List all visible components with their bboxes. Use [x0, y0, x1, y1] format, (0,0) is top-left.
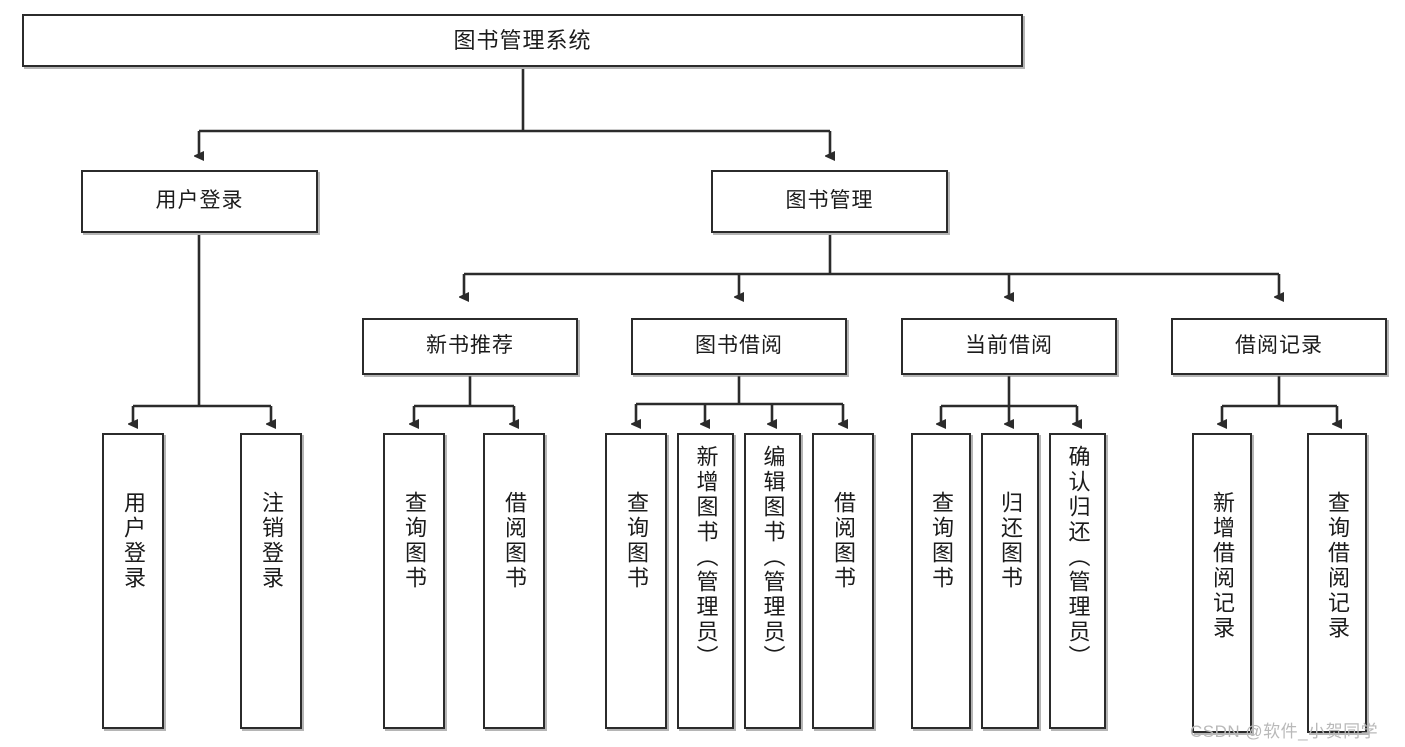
leaf-borrow-record-query-label: 查询借阅记录 [1325, 491, 1350, 641]
node-book-borrow-label: 图书借阅 [695, 334, 783, 358]
leaf-book-borrow-edit[interactable]: 编辑图书（管理员） [744, 433, 801, 729]
leaf-book-borrow-query[interactable]: 查询图书 [605, 433, 667, 729]
leaf-book-borrow-add-label: 新增图书（管理员） [693, 445, 719, 670]
node-new-book-recommend-label: 新书推荐 [426, 334, 514, 358]
node-new-book-recommend[interactable]: 新书推荐 [362, 318, 578, 375]
node-borrow-record-label: 借阅记录 [1235, 334, 1323, 358]
node-book-borrow[interactable]: 图书借阅 [631, 318, 847, 375]
leaf-book-borrow-borrow-label: 借阅图书 [831, 491, 856, 591]
leaf-new-book-borrow[interactable]: 借阅图书 [483, 433, 545, 729]
leaf-user-login-logout[interactable]: 注销登录 [240, 433, 302, 729]
node-book-management-label: 图书管理 [785, 189, 874, 213]
leaf-current-borrow-confirm-label: 确认归还（管理员） [1065, 445, 1091, 670]
leaf-current-borrow-confirm[interactable]: 确认归还（管理员） [1049, 433, 1106, 729]
leaf-user-login-login-label: 用户登录 [121, 491, 146, 591]
leaf-current-borrow-query[interactable]: 查询图书 [911, 433, 971, 729]
node-current-borrow-label: 当前借阅 [965, 334, 1053, 358]
node-user-login-label: 用户登录 [155, 189, 244, 213]
node-root-label: 图书管理系统 [453, 27, 592, 53]
leaf-current-borrow-return[interactable]: 归还图书 [981, 433, 1039, 729]
leaf-borrow-record-add-label: 新增借阅记录 [1210, 491, 1235, 641]
node-book-management[interactable]: 图书管理 [711, 170, 948, 233]
leaf-book-borrow-query-label: 查询图书 [624, 491, 649, 591]
leaf-new-book-borrow-label: 借阅图书 [502, 491, 527, 591]
leaf-user-login-login[interactable]: 用户登录 [102, 433, 164, 729]
leaf-borrow-record-add[interactable]: 新增借阅记录 [1192, 433, 1252, 733]
watermark-text: CSDN @软件_小贺同学 [1190, 722, 1379, 741]
leaf-current-borrow-return-label: 归还图书 [998, 491, 1023, 591]
leaf-new-book-query-label: 查询图书 [402, 491, 427, 591]
leaf-book-borrow-borrow[interactable]: 借阅图书 [812, 433, 874, 729]
leaf-current-borrow-query-label: 查询图书 [929, 491, 954, 591]
leaf-new-book-query[interactable]: 查询图书 [383, 433, 445, 729]
leaf-book-borrow-add[interactable]: 新增图书（管理员） [677, 433, 734, 729]
node-root[interactable]: 图书管理系统 [22, 14, 1023, 67]
node-borrow-record[interactable]: 借阅记录 [1171, 318, 1387, 375]
leaf-book-borrow-edit-label: 编辑图书（管理员） [760, 445, 786, 670]
leaf-borrow-record-query[interactable]: 查询借阅记录 [1307, 433, 1367, 733]
node-current-borrow[interactable]: 当前借阅 [901, 318, 1117, 375]
leaf-user-login-logout-label: 注销登录 [259, 491, 284, 591]
node-user-login[interactable]: 用户登录 [81, 170, 318, 233]
